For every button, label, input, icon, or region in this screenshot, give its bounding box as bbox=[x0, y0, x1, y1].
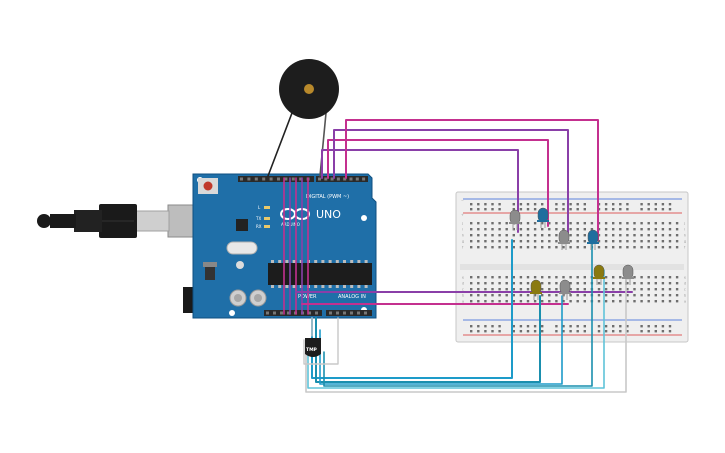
led bbox=[509, 209, 521, 230]
row-letter: e bbox=[684, 276, 686, 280]
temperature-sensor: TMP bbox=[305, 338, 321, 357]
row-letter: i bbox=[462, 228, 463, 232]
row-letter: a bbox=[462, 300, 464, 304]
row-letter: c bbox=[684, 288, 686, 292]
analog-header bbox=[326, 310, 372, 316]
atmega-chip bbox=[268, 263, 372, 285]
led bbox=[593, 264, 605, 285]
row-letter: a bbox=[684, 300, 686, 304]
led bbox=[622, 264, 634, 285]
led bbox=[558, 229, 570, 250]
row-letter: h bbox=[462, 234, 464, 238]
led bbox=[530, 279, 542, 300]
wires bbox=[267, 112, 633, 393]
row-letter: g bbox=[462, 240, 464, 244]
row-letter: j bbox=[461, 222, 463, 226]
row-letter: b bbox=[684, 294, 686, 298]
row-letter: j bbox=[683, 222, 685, 226]
led bbox=[587, 229, 599, 250]
temperature-sensor-label: TMP bbox=[306, 347, 318, 353]
digital-header-right bbox=[316, 176, 368, 182]
indicator-label: L bbox=[258, 205, 261, 210]
led bbox=[537, 207, 549, 228]
leds bbox=[509, 207, 634, 300]
digital-header-left bbox=[238, 176, 314, 182]
reset-button-cap bbox=[203, 181, 213, 191]
row-letter: h bbox=[684, 234, 686, 238]
row-letter: d bbox=[462, 282, 464, 286]
row-letter: e bbox=[462, 276, 464, 280]
row-letter: g bbox=[684, 240, 686, 244]
piezo-buzzer bbox=[279, 59, 339, 119]
row-letter: d bbox=[684, 282, 686, 286]
crystal bbox=[226, 241, 258, 255]
board-model-label: UNO bbox=[316, 208, 341, 221]
digital-header-label: DIGITAL (PWM ~) bbox=[306, 194, 349, 200]
indicator-label: RX bbox=[256, 224, 262, 229]
usb-cable bbox=[37, 204, 170, 238]
rail-plus-label: + bbox=[461, 213, 464, 217]
analog-header-label: ANALOG IN bbox=[338, 294, 366, 300]
led bbox=[559, 279, 571, 300]
indicator-label: TX bbox=[255, 216, 261, 221]
rail-minus-label: − bbox=[461, 199, 464, 203]
row-letter: c bbox=[462, 288, 464, 292]
power-header bbox=[264, 310, 322, 316]
row-letter: i bbox=[684, 228, 685, 232]
row-letter: b bbox=[462, 294, 464, 298]
row-letter: f bbox=[462, 246, 464, 250]
arduino-uno-board: L TX RX ARDUINO UNO DIGITAL (PWM ~) POWE… bbox=[167, 173, 377, 319]
row-letter: f bbox=[684, 246, 686, 250]
